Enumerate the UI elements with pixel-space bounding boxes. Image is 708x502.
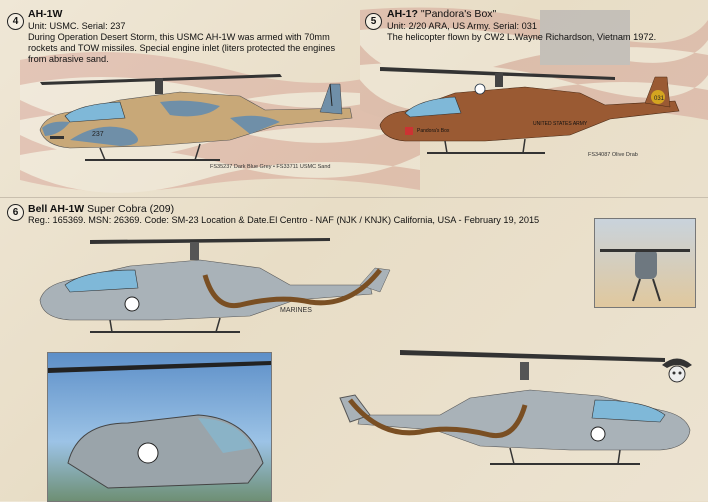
section-divider	[0, 197, 708, 198]
tail-number: 031	[654, 96, 665, 102]
paint-codes: FS35237 Dark Blue Grey • FS33711 USMC Sa…	[210, 164, 331, 170]
profile-title: AH-1? "Pandora's Box"	[387, 8, 496, 20]
profile-description-line: Unit: USMC. Serial: 237	[28, 21, 126, 31]
profile-description-line: During Operation Desert Storm, this USMC…	[28, 32, 330, 42]
profile-description-line: Unit: 2/20 ARA, US Army. Serial: 031	[387, 21, 537, 31]
fuselage-number: 237	[92, 131, 104, 138]
profile-number-badge: 4	[7, 13, 24, 30]
helicopter-profile: 237	[39, 74, 353, 161]
cowboy-skull-logo	[662, 358, 692, 383]
title-rest: "Pandora's Box"	[417, 8, 497, 20]
nose-art-text: Pandora's Box	[417, 128, 450, 134]
profile-description-line: Reg.: 165369. MSN: 26369. Code: SM-23 Lo…	[28, 215, 540, 225]
photo-side	[47, 352, 272, 502]
tail-boom-text: UNITED STATES ARMY	[533, 121, 588, 127]
helicopter-profile: MARINES	[39, 238, 391, 333]
profile-title: AH-1W	[28, 8, 63, 20]
photo-front	[594, 218, 696, 308]
profile-number-badge: 6	[7, 204, 24, 221]
profile-description-line: rockets and TOW missiles. Special engine…	[28, 43, 336, 53]
profile-number-badge: 5	[365, 13, 382, 30]
helicopter-profile	[339, 350, 691, 465]
paint-codes: FS34087 Olive Drab	[588, 152, 638, 158]
profile-description-line: from abrasive sand.	[28, 54, 109, 64]
tail-boom-text: MARINES	[280, 307, 312, 314]
title-rest: Super Cobra (209)	[84, 203, 175, 215]
title-bold: Bell AH-1W	[28, 203, 85, 215]
helicopter-profile: 031 Pandora's Box UNITED STATES ARMY	[379, 67, 680, 154]
profile-description-line: The helicopter flown by CW2 L.Wayne Rich…	[387, 32, 657, 42]
snake-artwork	[202, 268, 382, 309]
snake-artwork	[348, 398, 528, 439]
profile-title: Bell AH-1W Super Cobra (209)	[28, 203, 174, 215]
title-bold: AH-1?	[387, 8, 418, 20]
